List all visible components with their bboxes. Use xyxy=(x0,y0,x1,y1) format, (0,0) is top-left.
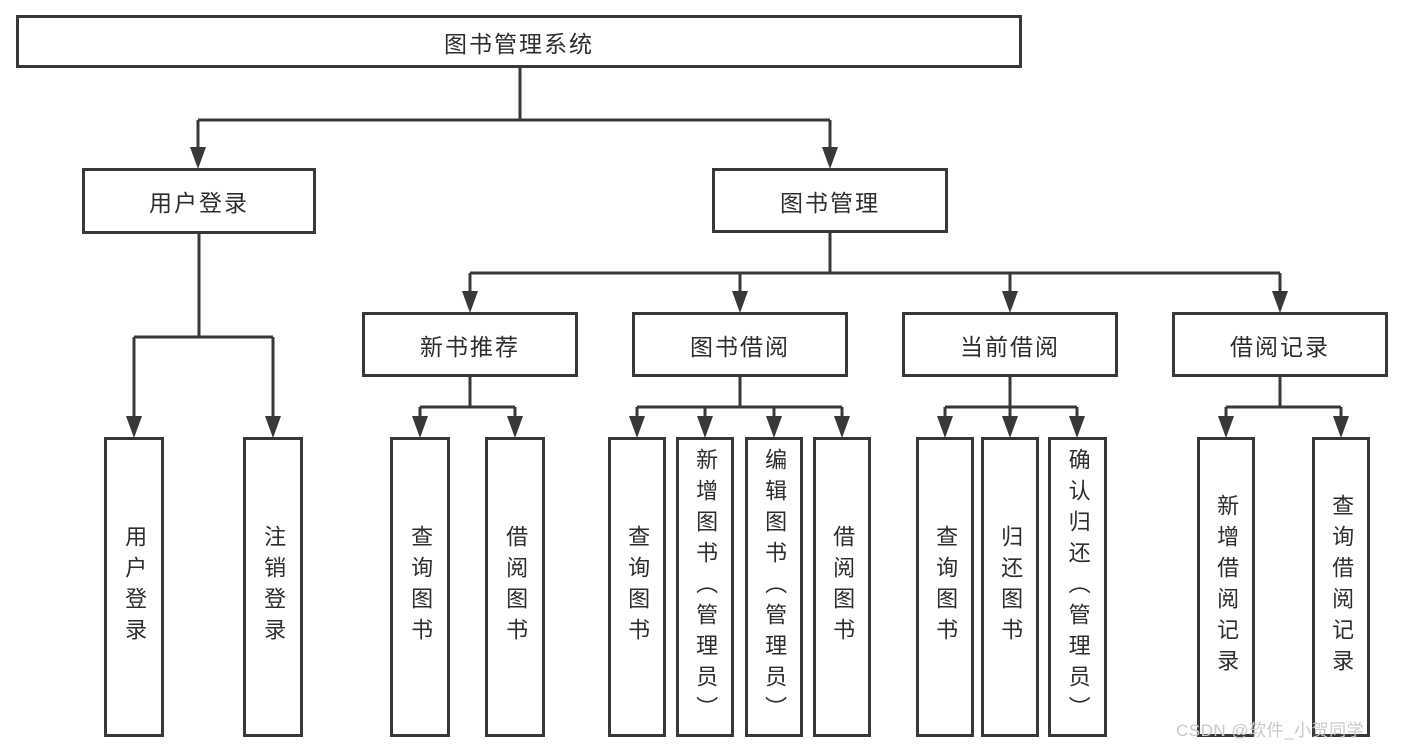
node-current-borrow: 当前借阅 xyxy=(902,312,1118,377)
arrowhead xyxy=(834,416,850,438)
connector-newbook-to-leaves xyxy=(418,377,517,419)
leaf-add-borrow-record: 新增借阅记录 xyxy=(1197,437,1255,737)
arrowhead xyxy=(1069,416,1085,438)
arrowhead xyxy=(265,416,281,438)
arrowhead xyxy=(629,416,645,438)
connector-bookmgmt-to-level3 xyxy=(468,233,1282,294)
arrowhead xyxy=(462,291,478,313)
arrowhead xyxy=(1272,291,1288,313)
leaf-edit-book-admin: 编辑图书（管理员） xyxy=(745,437,803,737)
arrowhead xyxy=(190,147,206,169)
arrowhead xyxy=(1002,291,1018,313)
arrowhead xyxy=(766,416,782,438)
arrowhead xyxy=(1333,416,1349,438)
node-book-borrow: 图书借阅 xyxy=(632,312,848,377)
node-book-management: 图书管理 xyxy=(712,168,948,233)
arrowhead xyxy=(1002,416,1018,438)
leaf-confirm-return-admin: 确认归还（管理员） xyxy=(1048,437,1107,737)
node-user-login: 用户登录 xyxy=(82,168,316,234)
arrowhead xyxy=(507,416,523,438)
leaf-borrow-book: 借阅图书 xyxy=(813,437,871,737)
arrowhead xyxy=(1218,416,1234,438)
node-library-management-system: 图书管理系统 xyxy=(16,15,1022,68)
csdn-watermark: CSDN @软件_小贺同学 xyxy=(1176,721,1365,740)
arrowhead xyxy=(412,416,428,438)
connector-root-to-level2 xyxy=(196,68,832,150)
connector-bookborrow-to-leaves xyxy=(635,377,844,419)
arrowhead xyxy=(822,147,838,169)
node-new-book-recommend: 新书推荐 xyxy=(362,312,578,377)
node-borrow-record: 借阅记录 xyxy=(1172,312,1388,377)
leaf-query-book-current: 查询图书 xyxy=(916,437,974,737)
arrowhead xyxy=(697,416,713,438)
connector-borrowrecord-to-leaves xyxy=(1224,377,1343,419)
connector-currentborrow-to-leaves xyxy=(943,377,1079,419)
leaf-query-book-recommend: 查询图书 xyxy=(390,437,450,737)
leaf-borrow-book-recommend: 借阅图书 xyxy=(485,437,545,737)
arrowhead xyxy=(732,291,748,313)
connector-userlogin-to-leaves xyxy=(132,234,275,419)
arrowhead xyxy=(937,416,953,438)
arrowheads xyxy=(126,147,1349,438)
arrowhead xyxy=(126,416,142,438)
leaf-add-book-admin: 新增图书（管理员） xyxy=(676,437,734,737)
leaf-logout-action: 注销登录 xyxy=(243,437,303,737)
leaf-query-book-borrowsec: 查询图书 xyxy=(608,437,666,737)
leaf-query-borrow-record: 查询借阅记录 xyxy=(1312,437,1370,737)
leaf-user-login-action: 用户登录 xyxy=(104,437,164,737)
leaf-return-book: 归还图书 xyxy=(981,437,1039,737)
